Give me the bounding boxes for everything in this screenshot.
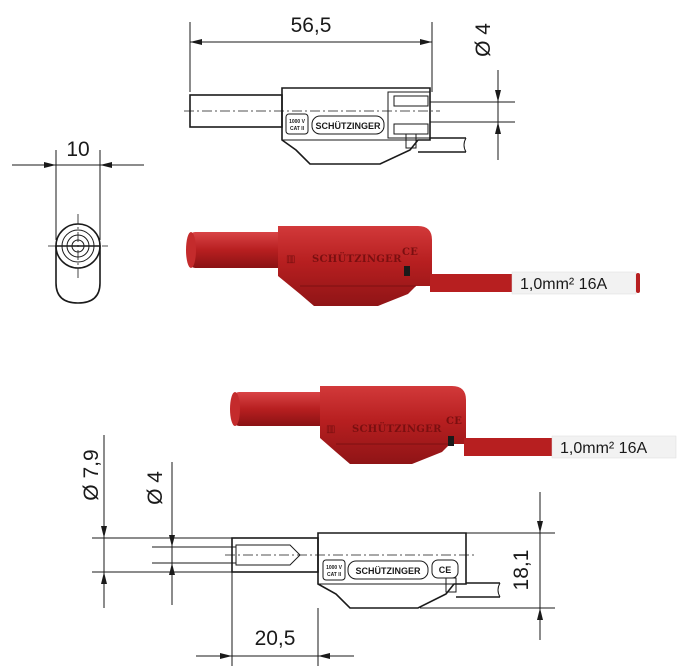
rating-category: CAT II <box>290 126 305 132</box>
outer-diameter-label: Ø 7,9 <box>80 449 103 500</box>
front-body <box>55 245 101 304</box>
red-plug-upper: ▥ SCHÜTZINGER CE 1,0mm² 16A <box>186 226 640 306</box>
inner-diameter-label: Ø 4 <box>144 471 167 505</box>
section-ce-box <box>431 559 459 579</box>
brand-mark: SCHÜTZINGER <box>316 121 382 131</box>
red-ce-lower: CE <box>446 416 462 427</box>
arrow-left <box>190 39 202 45</box>
len-arrow-left <box>220 653 232 659</box>
dim-length-label: 56,5 <box>291 14 332 37</box>
outer-arrow-down <box>101 526 107 538</box>
height-arrow-up <box>537 608 543 620</box>
red-rating-lower: ▥ <box>326 424 336 435</box>
section-rating-voltage: 1000 V <box>326 565 343 571</box>
cable-label-lower: 1,0mm² 16A <box>560 440 647 457</box>
arrow-right <box>420 39 432 45</box>
red-pin-lower <box>234 392 334 426</box>
socket-hatch <box>235 544 301 566</box>
height-arrow-down <box>537 521 543 533</box>
section-rating-category: CAT II <box>327 572 342 578</box>
red-plug-lower: ▥ SCHÜTZINGER CE 1,0mm² 16A <box>230 386 677 464</box>
top-side-view: 56,5 Ø 4 1000 V CAT II SCHÜTZINGER <box>184 14 515 165</box>
inner-arrow-down <box>169 535 175 547</box>
red-pin-tip-lower <box>230 392 240 426</box>
front-view: 10 <box>12 138 144 304</box>
section-rating-box <box>322 559 346 581</box>
cable-end <box>463 137 467 153</box>
sleeve <box>387 91 431 139</box>
sleeve-slot <box>405 133 417 149</box>
red-slot-upper <box>404 266 410 276</box>
red-brand-lower: SCHÜTZINGER <box>352 422 442 435</box>
inner-arrow-up <box>169 563 175 575</box>
red-pin-tip-upper <box>186 232 196 268</box>
outer-arrow-up <box>101 572 107 584</box>
dim-diameter-label: Ø 4 <box>472 23 495 57</box>
brand-box <box>311 115 385 135</box>
section-brand-box <box>347 560 429 580</box>
red-ce-upper: CE <box>402 247 418 258</box>
cable-end-upper <box>636 273 640 293</box>
length-label: 20,5 <box>255 627 296 650</box>
bottom-section-view: Ø 7,9 Ø 4 1000 V CAT II SCHÜTZINGER CE <box>80 435 555 666</box>
rating-voltage: 1000 V <box>289 119 306 125</box>
red-slot-lower <box>448 436 454 446</box>
rating-box <box>285 113 309 135</box>
section-body <box>317 532 467 609</box>
front-arrow-left <box>44 162 56 168</box>
section-cable-end <box>497 582 501 598</box>
cable-label-upper: 1,0mm² 16A <box>520 276 607 293</box>
cable-sleeve-lower <box>551 435 677 459</box>
arrow-up <box>495 122 501 134</box>
height-label: 18,1 <box>510 550 533 591</box>
front-width-label: 10 <box>66 138 89 161</box>
red-pin-upper <box>190 232 290 268</box>
red-cable-upper <box>430 274 512 292</box>
red-cable-lower <box>464 438 554 456</box>
sleeve-hatch-bottom <box>393 123 429 135</box>
sleeve-hatch-top <box>393 95 429 107</box>
section-slot <box>445 577 457 593</box>
front-arrow-right <box>100 162 112 168</box>
red-brand-upper: SCHÜTZINGER <box>312 252 402 265</box>
section-ce-mark: CE <box>439 565 452 575</box>
section-brand-mark: SCHÜTZINGER <box>356 566 422 576</box>
len-arrow-right <box>318 653 330 659</box>
arrow-down <box>495 90 501 102</box>
red-rating-upper: ▥ <box>286 254 296 265</box>
